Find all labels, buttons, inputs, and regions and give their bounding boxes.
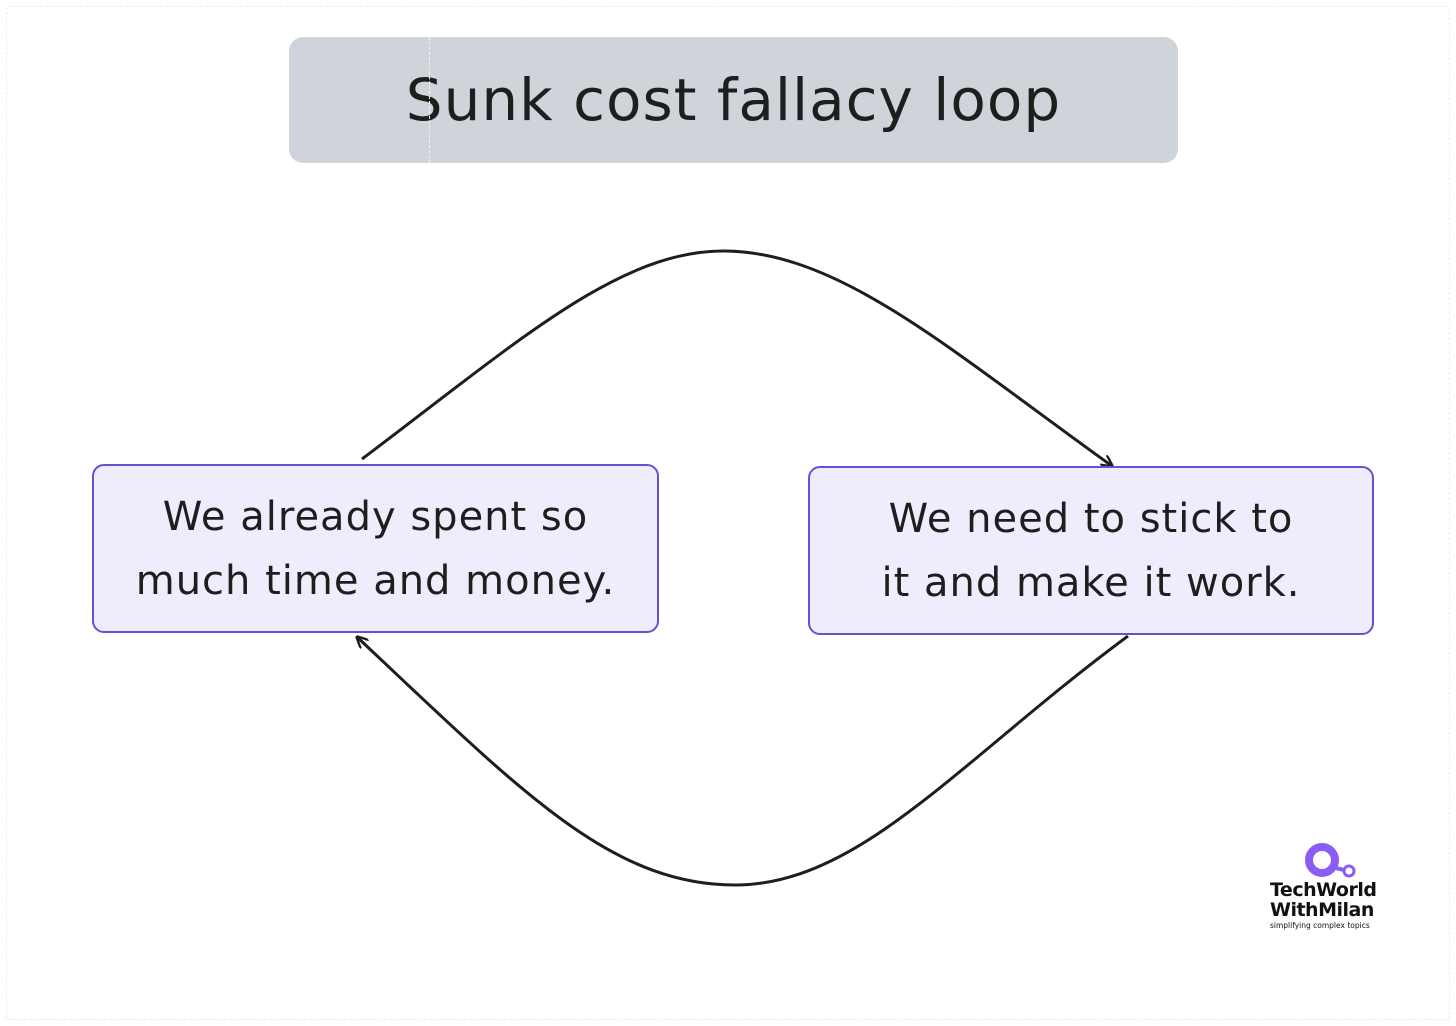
logo-tagline: simplifying complex topics (1270, 921, 1370, 930)
diagram-title: Sunk cost fallacy loop (405, 66, 1062, 134)
arrow-right-to-left[interactable] (357, 636, 1129, 887)
node-text: We need to stick to it and make it work. (881, 495, 1301, 606)
node-already-spent[interactable]: We already spent so much time and money. (92, 464, 659, 633)
canvas-frame (6, 6, 1450, 1020)
guide-line (429, 37, 430, 163)
title-box[interactable]: Sunk cost fallacy loop (289, 37, 1178, 163)
arrow-left-to-right[interactable] (361, 249, 1112, 466)
logo-mark-icon (1305, 843, 1356, 878)
logo-line1: TechWorld (1270, 879, 1377, 901)
techworld-logo: TechWorld WithMilan simplifying complex … (1262, 840, 1397, 935)
node-stick-to-it[interactable]: We need to stick to it and make it work. (808, 466, 1374, 635)
logo-line2: WithMilan (1270, 899, 1374, 921)
node-text: We already spent so much time and money. (135, 493, 616, 604)
